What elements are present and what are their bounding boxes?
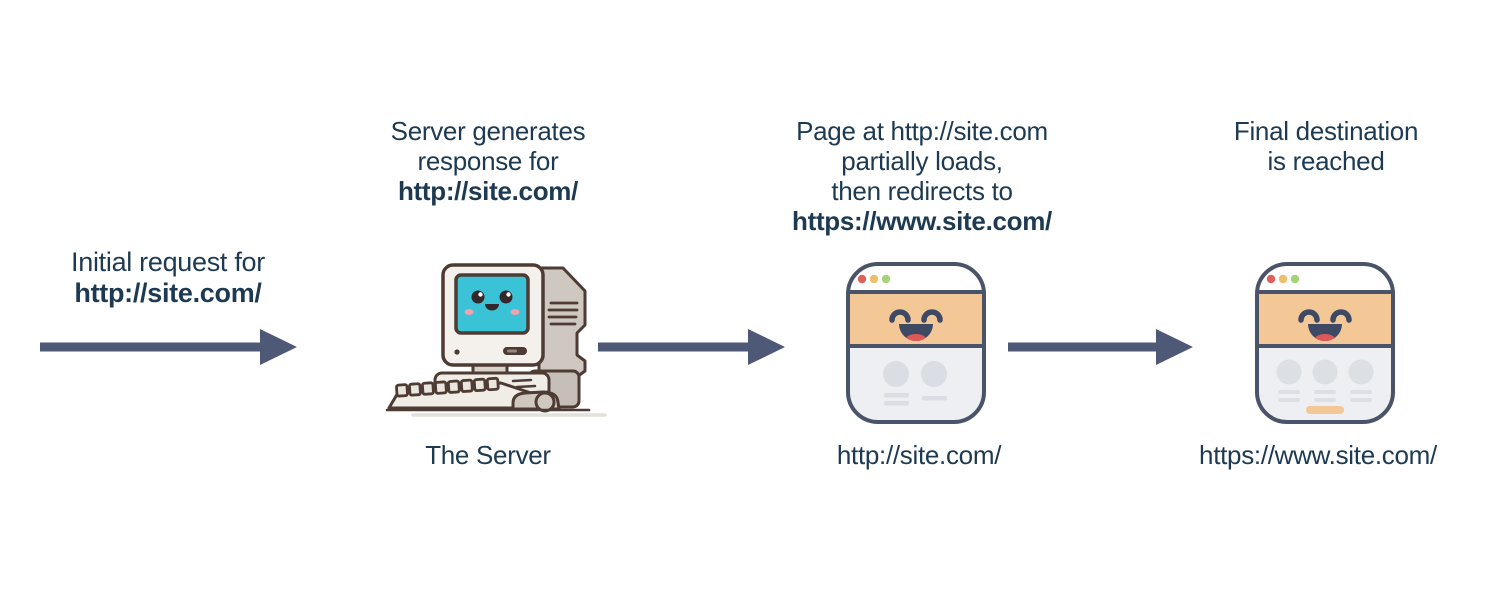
server-heading-line1: Server generates (390, 116, 586, 146)
server-heading: Server generates response for http://sit… (348, 116, 628, 206)
final-caption: https://www.site.com/ (1199, 440, 1437, 470)
server-caption: The Server (425, 440, 551, 470)
server-heading-line2: response for (417, 146, 559, 176)
final-heading: Final destination is reached (1181, 116, 1471, 176)
redirect-caption: http://site.com/ (836, 440, 1002, 470)
arrow-right-icon (598, 329, 785, 365)
arrow-right-icon (40, 329, 297, 365)
redirect-heading: Page at http://site.com partially loads,… (750, 116, 1094, 236)
final-heading-line1: Final destination (1233, 116, 1419, 146)
browser-window-icon (846, 262, 986, 424)
final-heading-line2: is reached (1267, 146, 1385, 176)
request-label-line1: Initial request for (71, 247, 265, 277)
redirect-heading-line1: Page at http://site.com (796, 116, 1048, 146)
request-label: Initial request for http://site.com/ (28, 247, 308, 309)
server-computer-icon (385, 263, 607, 417)
redirect-heading-line2: partially loads, (841, 146, 1003, 176)
arrow-right-icon (1008, 329, 1193, 365)
request-label-url: http://site.com/ (74, 278, 262, 308)
browser-window-icon (1255, 262, 1395, 424)
redirect-heading-line3: then redirects to (831, 176, 1013, 206)
server-heading-url: http://site.com/ (397, 176, 579, 206)
redirect-heading-url: https://www.site.com/ (792, 206, 1052, 236)
